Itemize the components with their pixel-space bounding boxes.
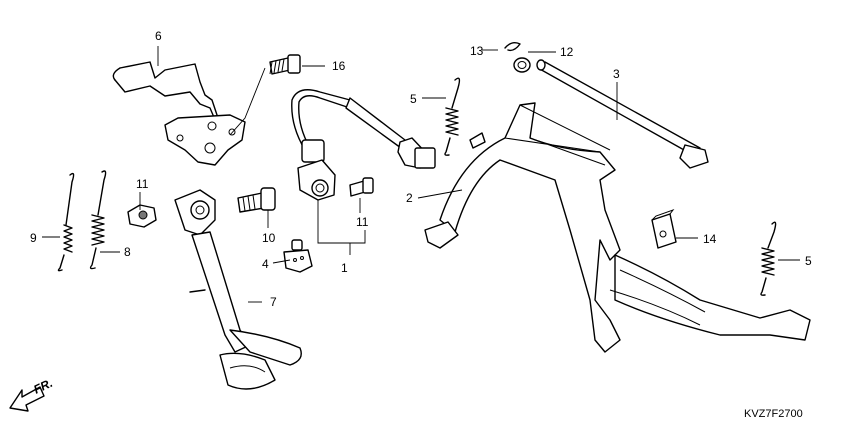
label-part-12: 11 xyxy=(136,177,149,191)
bolt-16-part xyxy=(269,54,301,75)
main-stand-part xyxy=(424,102,811,353)
washer-13-part xyxy=(513,57,531,73)
label-part-7: 6 xyxy=(155,29,162,43)
front-indicator-label: FR. xyxy=(31,376,54,397)
label-part-6: 7 xyxy=(270,295,277,309)
spring-5a-part xyxy=(444,77,461,156)
label-part-8: 8 xyxy=(124,245,131,259)
shaft-part xyxy=(536,59,709,169)
spring-5b-part xyxy=(760,221,777,296)
spring-9-part xyxy=(57,172,75,272)
front-arrow-icon xyxy=(9,386,45,412)
label-part-4: 4 xyxy=(262,257,269,271)
label-part-14: 13 xyxy=(470,44,484,58)
clip-14-part xyxy=(504,41,521,52)
nut-12-part xyxy=(127,204,157,228)
bracket-wire-part xyxy=(112,61,246,166)
label-part-11: 11 xyxy=(356,215,369,229)
label-part-2: 2 xyxy=(406,191,413,205)
spring-8-part xyxy=(89,170,107,270)
label-part-16: 16 xyxy=(332,59,346,73)
drawing-code: KVZ7F2700 xyxy=(744,408,803,420)
label-part-1: 1 xyxy=(341,261,348,275)
leader-lines xyxy=(42,46,800,303)
label-part-13: 12 xyxy=(560,45,574,59)
stopper-rubber-15-part xyxy=(651,208,677,249)
side-stand-part xyxy=(174,189,302,390)
label-part-3: 3 xyxy=(613,67,620,81)
rubber-stopper-part xyxy=(283,239,313,273)
label-part-5b: 5 xyxy=(805,254,812,268)
label-part-15: 14 xyxy=(703,232,717,246)
bolt-10-part xyxy=(237,187,276,213)
label-part-5a: 5 xyxy=(410,92,417,106)
bolt-11-part xyxy=(349,177,374,197)
label-part-9: 9 xyxy=(30,231,37,245)
label-part-10: 10 xyxy=(262,231,276,245)
side-stand-switch-part xyxy=(291,89,436,201)
